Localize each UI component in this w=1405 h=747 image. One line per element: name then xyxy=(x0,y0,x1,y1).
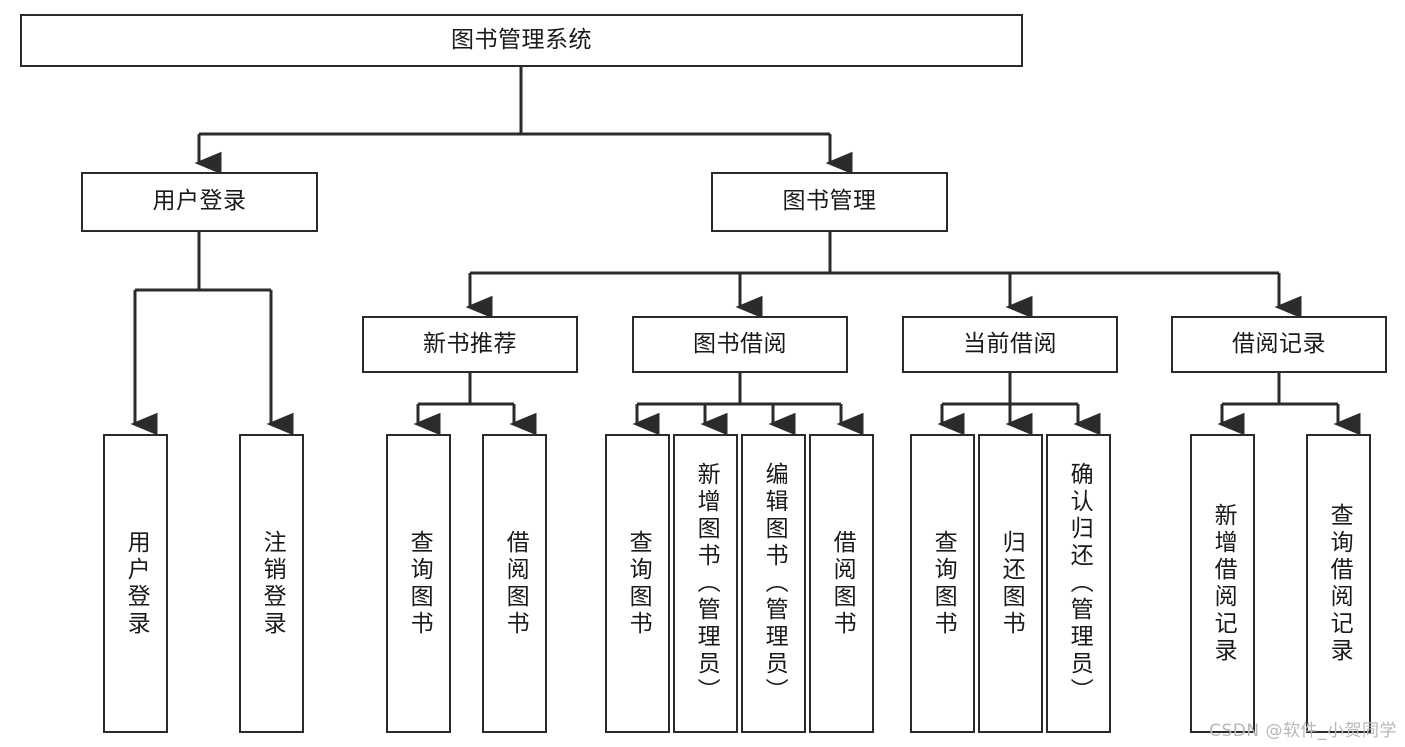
node-root-label: 图书管理系统 xyxy=(451,26,592,53)
node-user-login[interactable]: 用户登录 xyxy=(81,172,318,232)
leaf-current-return-book[interactable]: 归还图书 xyxy=(978,434,1043,733)
leaf-current-confirm-return-label: 确认归还（管理员） xyxy=(1066,462,1093,705)
node-book-management-label: 图书管理 xyxy=(782,188,877,215)
leaf-user-login-signout-label: 注销登录 xyxy=(259,529,286,638)
leaf-record-add-record-label: 新增借阅记录 xyxy=(1210,502,1237,665)
leaf-borrow-add-book-label: 新增图书（管理员） xyxy=(693,462,720,705)
leaf-borrow-add-book[interactable]: 新增图书（管理员） xyxy=(673,434,738,733)
node-user-login-label: 用户登录 xyxy=(152,188,247,215)
node-root[interactable]: 图书管理系统 xyxy=(20,14,1023,67)
leaf-user-login-signin[interactable]: 用户登录 xyxy=(103,434,168,733)
leaf-current-confirm-return[interactable]: 确认归还（管理员） xyxy=(1046,434,1111,733)
node-book-borrow[interactable]: 图书借阅 xyxy=(632,316,848,373)
leaf-borrow-query-book[interactable]: 查询图书 xyxy=(605,434,670,733)
leaf-recommend-borrow-book-label: 借阅图书 xyxy=(502,529,529,638)
node-new-book-recommend[interactable]: 新书推荐 xyxy=(362,316,578,373)
leaf-current-query-book[interactable]: 查询图书 xyxy=(910,434,975,733)
node-current-borrow[interactable]: 当前借阅 xyxy=(902,316,1118,373)
node-current-borrow-label: 当前借阅 xyxy=(963,330,1057,357)
csdn-watermark: CSDN @软件_小贺同学 xyxy=(1209,721,1397,741)
leaf-recommend-borrow-book[interactable]: 借阅图书 xyxy=(482,434,547,733)
leaf-user-login-signin-label: 用户登录 xyxy=(123,529,150,638)
leaf-current-query-book-label: 查询图书 xyxy=(930,529,957,638)
node-borrow-record[interactable]: 借阅记录 xyxy=(1171,316,1387,373)
leaf-borrow-query-book-label: 查询图书 xyxy=(625,529,652,638)
leaf-borrow-edit-book[interactable]: 编辑图书（管理员） xyxy=(741,434,806,733)
leaf-record-query-record[interactable]: 查询借阅记录 xyxy=(1306,434,1371,733)
leaf-borrow-borrow-book-label: 借阅图书 xyxy=(829,529,856,638)
leaf-recommend-query-book[interactable]: 查询图书 xyxy=(386,434,451,733)
node-borrow-record-label: 借阅记录 xyxy=(1232,330,1326,357)
node-book-borrow-label: 图书借阅 xyxy=(693,330,787,357)
node-book-management[interactable]: 图书管理 xyxy=(711,172,948,232)
leaf-user-login-signout[interactable]: 注销登录 xyxy=(239,434,304,733)
leaf-record-query-record-label: 查询借阅记录 xyxy=(1326,502,1353,665)
leaf-current-return-book-label: 归还图书 xyxy=(998,529,1025,638)
node-new-book-recommend-label: 新书推荐 xyxy=(423,330,517,357)
leaf-borrow-edit-book-label: 编辑图书（管理员） xyxy=(761,462,788,705)
leaf-recommend-query-book-label: 查询图书 xyxy=(406,529,433,638)
leaf-record-add-record[interactable]: 新增借阅记录 xyxy=(1190,434,1255,733)
leaf-borrow-borrow-book[interactable]: 借阅图书 xyxy=(809,434,874,733)
